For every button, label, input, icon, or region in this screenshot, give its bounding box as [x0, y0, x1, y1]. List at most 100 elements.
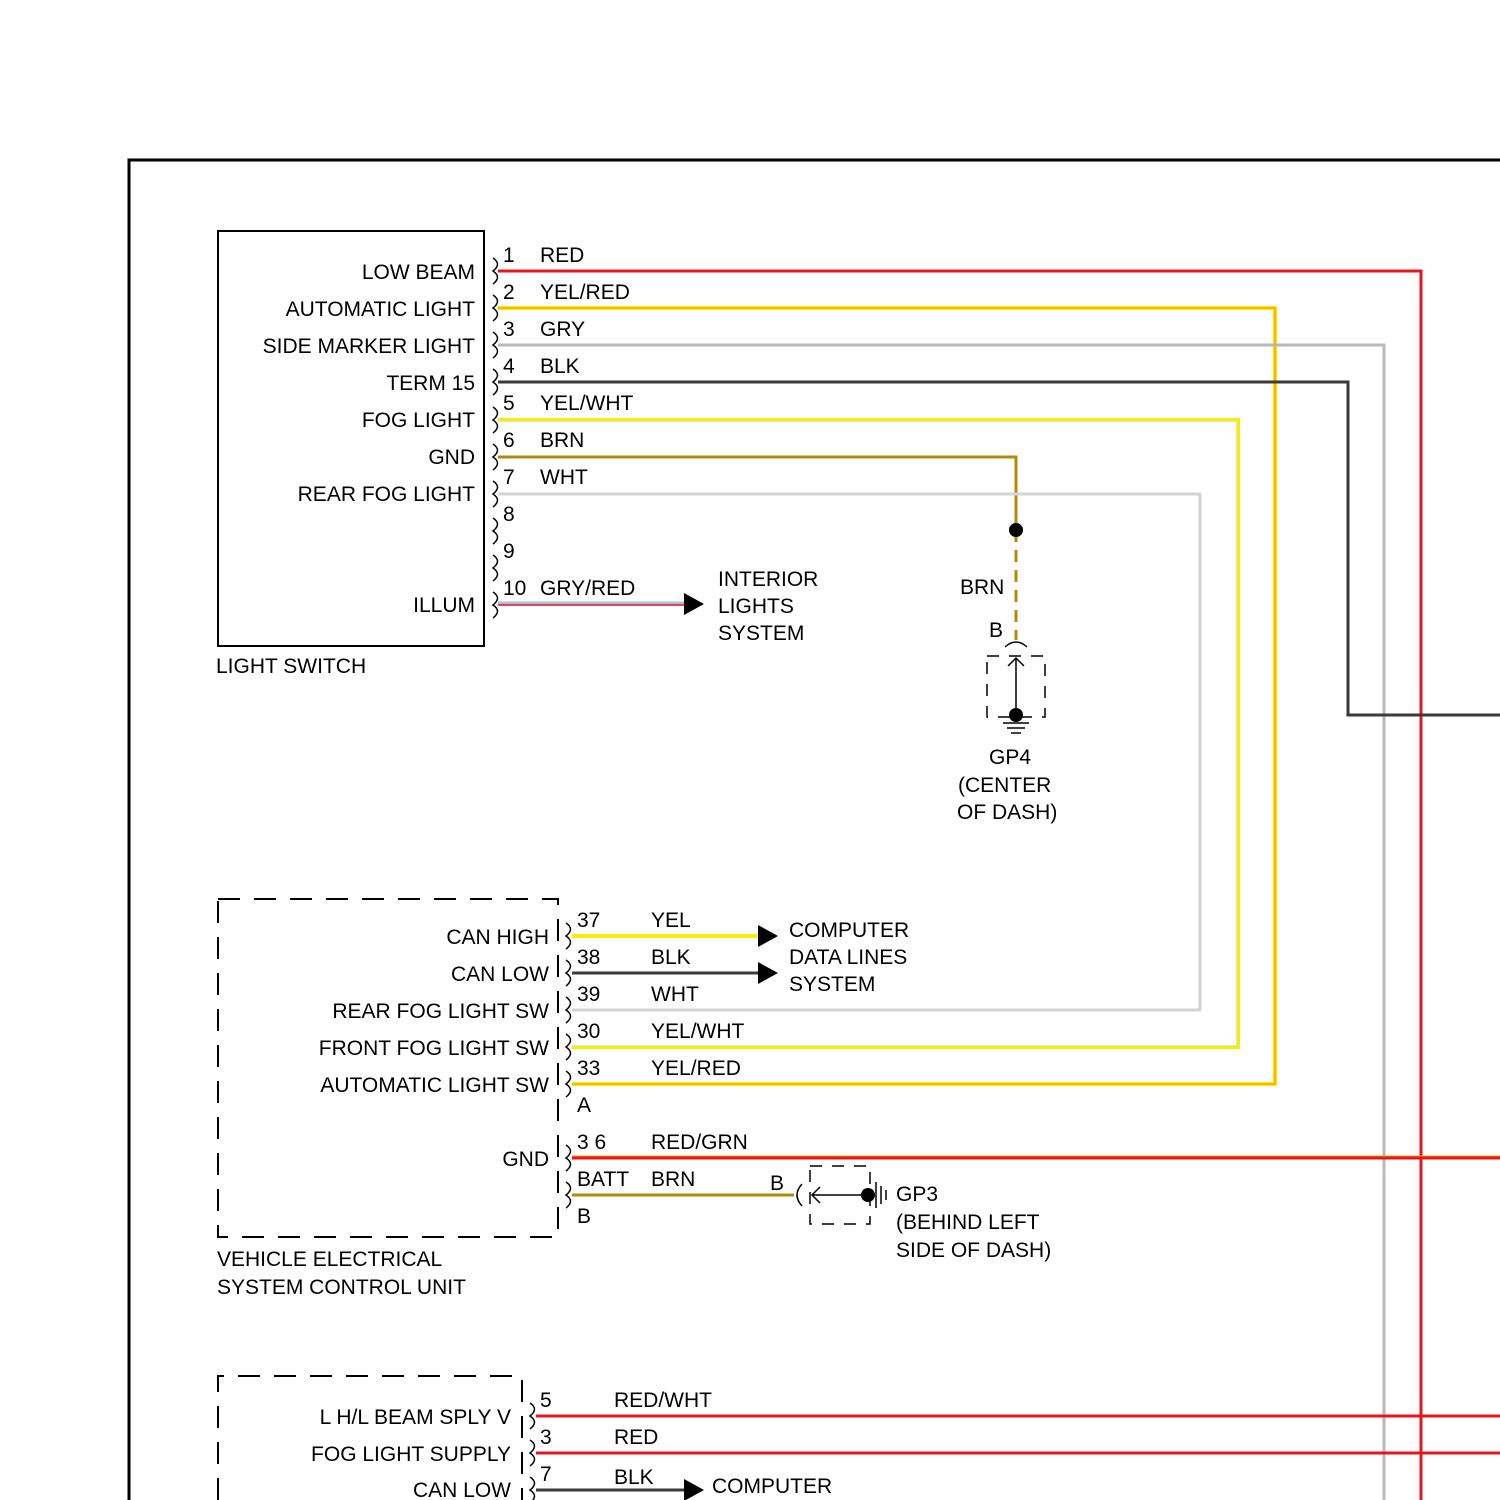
gp4-wire-label: BRN [960, 576, 1004, 599]
ls-pin-5: 5 [503, 392, 515, 415]
ls-connector-2 [493, 295, 498, 321]
ls-connector-3 [493, 332, 498, 358]
bm-label-3: FOG LIGHT SUPPLY [311, 1443, 511, 1466]
bm-wire-3: RED [614, 1426, 658, 1449]
bm-wire-5: RED/WHT [614, 1389, 712, 1412]
ls-label-6: GND [428, 446, 475, 469]
ls-connector-1 [493, 258, 498, 284]
light-switch-box [218, 231, 484, 646]
vescu-label-30: FRONT FOG LIGHT SW [319, 1037, 549, 1060]
ls-wire-3: GRY [540, 318, 585, 341]
ls-wire-2: YEL/RED [540, 281, 630, 304]
arrow-computer [684, 1479, 704, 1500]
ls-label-2: AUTOMATIC LIGHT [286, 298, 476, 321]
vescu-box [218, 899, 558, 1237]
arrow-interior-lights [684, 593, 704, 615]
vescu-gnd-label: GND [502, 1148, 549, 1171]
ls-connector-5 [493, 407, 498, 433]
ls-label-7: REAR FOG LIGHT [298, 483, 476, 506]
gp4-location-2: OF DASH) [957, 801, 1057, 824]
vescu-connectors [566, 923, 571, 1208]
vescu-pin-33: 33 [577, 1057, 600, 1080]
bm-label-5: L H/L BEAM SPLY V [320, 1406, 511, 1429]
ls-pin-3: 3 [503, 318, 515, 341]
bm-connector-1 [530, 1403, 535, 1429]
splice-point [1009, 523, 1023, 537]
gp4-name: GP4 [989, 746, 1031, 769]
diagram-frame [129, 160, 1500, 1500]
vescu-label-37: CAN HIGH [446, 926, 549, 949]
ls-wire-5: YEL/WHT [540, 392, 634, 415]
vescu-title-2: SYSTEM CONTROL UNIT [217, 1276, 466, 1299]
vescu-connector-4 [566, 1034, 571, 1060]
vescu-wire-39: WHT [651, 983, 699, 1006]
vescu-wire-37: YEL [651, 909, 691, 932]
ls-connector-9 [493, 555, 498, 581]
ls-label-1: LOW BEAM [362, 261, 475, 284]
vescu-wire-33: YEL/RED [651, 1057, 741, 1080]
gp3-location-1: (BEHIND LEFT [896, 1211, 1040, 1234]
ls-pin-6: 6 [503, 429, 515, 452]
vescu-title-1: VEHICLE ELECTRICAL [217, 1248, 442, 1271]
bm-label-7: CAN LOW [413, 1479, 511, 1500]
ls-wire-6: BRN [540, 429, 584, 452]
light-switch-title: LIGHT SWITCH [216, 655, 366, 678]
computer-data-line-2: DATA LINES [789, 946, 907, 969]
interior-lights-line-3: SYSTEM [718, 622, 804, 645]
bm-connector-2 [530, 1440, 535, 1466]
ls-pin-4: 4 [503, 355, 515, 378]
vescu-batt-pin: BATT [577, 1168, 629, 1191]
vescu-label-33: AUTOMATIC LIGHT SW [320, 1074, 549, 1097]
vescu-connector-b: B [577, 1205, 591, 1228]
vescu-pin-30: 30 [577, 1020, 600, 1043]
gp4-location-1: (CENTER [958, 774, 1051, 797]
wire-blk-term-15 [498, 382, 1500, 715]
ls-wire-1: RED [540, 244, 584, 267]
vescu-label-38: CAN LOW [451, 963, 549, 986]
ls-label-4: TERM 15 [386, 372, 475, 395]
vescu-pin-39: 39 [577, 983, 600, 1006]
ls-wire-7: WHT [540, 466, 588, 489]
vescu-connector-6 [566, 1145, 571, 1171]
wire-gry-side-marker [498, 345, 1384, 1500]
ls-connector-6 [493, 444, 498, 470]
vescu-connector-7 [566, 1182, 571, 1208]
vescu-wire-38: BLK [651, 946, 691, 969]
computer-data-line-3: SYSTEM [789, 973, 875, 996]
vescu-pin-38: 38 [577, 946, 600, 969]
ls-pin-9: 9 [503, 540, 515, 563]
vescu-pin-37: 37 [577, 909, 600, 932]
wire-red-low-beam [498, 271, 1421, 1500]
bm-pin-7: 7 [540, 1463, 552, 1486]
vescu-gnd-wire: RED/GRN [651, 1131, 748, 1154]
bm-destination: COMPUTER [712, 1475, 832, 1498]
vescu-connector-a: A [577, 1094, 591, 1117]
interior-lights-line-2: LIGHTS [718, 595, 794, 618]
bottom-module-connectors [530, 1403, 535, 1500]
ls-pin-7: 7 [503, 466, 515, 489]
vescu-connector-1 [566, 923, 571, 949]
ls-pin-1: 1 [503, 244, 515, 267]
ls-connector-10 [493, 592, 498, 618]
gp3-name: GP3 [896, 1183, 938, 1206]
light-switch-connectors [493, 258, 498, 618]
ls-label-10: ILLUM [413, 594, 475, 617]
gp3-location-2: SIDE OF DASH) [896, 1239, 1051, 1262]
vescu-connector-3 [566, 997, 571, 1023]
bm-pin-3: 3 [540, 1426, 552, 1449]
bm-pin-5: 5 [540, 1389, 552, 1412]
ls-connector-8 [493, 518, 498, 544]
ls-pin-8: 8 [503, 503, 515, 526]
gp4-connector-label: B [989, 619, 1003, 642]
ls-wire-4: BLK [540, 355, 580, 378]
vescu-label-39: REAR FOG LIGHT SW [332, 1000, 549, 1023]
bm-connector-3 [530, 1477, 535, 1500]
gp3-connector-label: B [770, 1172, 784, 1195]
vescu-wire-30: YEL/WHT [651, 1020, 745, 1043]
ls-connector-7 [493, 481, 498, 507]
vescu-connector-2 [566, 960, 571, 986]
vescu-batt-wire: BRN [651, 1168, 695, 1191]
arrow-can-low [758, 962, 778, 984]
computer-data-line-1: COMPUTER [789, 919, 909, 942]
